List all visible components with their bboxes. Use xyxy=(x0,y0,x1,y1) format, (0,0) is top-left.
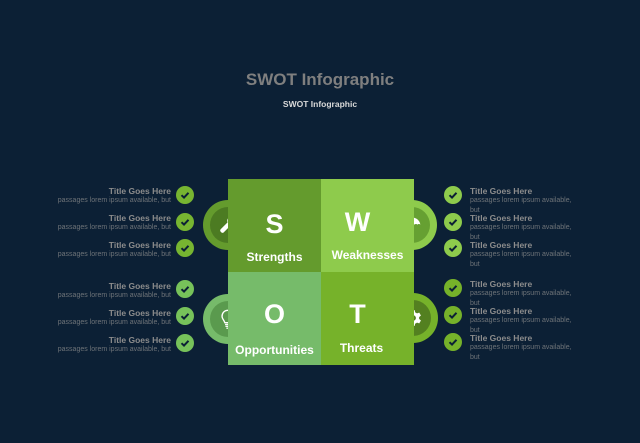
check-icon xyxy=(176,307,194,325)
page-subtitle: SWOT Infographic xyxy=(282,99,358,109)
check-icon xyxy=(444,213,462,231)
item-body: passages lorem ipsum available, but xyxy=(470,290,572,307)
check-icon xyxy=(176,280,194,298)
item-title: Title Goes Here xyxy=(108,240,171,250)
weakness-item: Title Goes Here passages lorem ipsum ava… xyxy=(470,240,582,270)
item-body: passages lorem ipsum available, but xyxy=(57,224,171,231)
threats-label: Threats xyxy=(339,341,384,355)
strength-item: Title Goes Here passages lorem ipsum ava… xyxy=(21,186,171,206)
threat-item: Title Goes Here passages lorem ipsum ava… xyxy=(470,306,582,336)
item-title: Title Goes Here xyxy=(470,306,533,316)
item-title: Title Goes Here xyxy=(108,213,171,223)
threat-item: Title Goes Here passages lorem ipsum ava… xyxy=(470,333,582,363)
item-body: passages lorem ipsum available, but xyxy=(57,346,171,353)
opportunity-item: Title Goes Here passages lorem ipsum ava… xyxy=(21,308,171,328)
item-title: Title Goes Here xyxy=(108,186,171,196)
strength-item: Title Goes Here passages lorem ipsum ava… xyxy=(21,240,171,260)
item-title: Title Goes Here xyxy=(108,281,171,291)
strengths-label: Strengths xyxy=(246,250,303,264)
check-icon xyxy=(176,334,194,352)
check-icon xyxy=(444,186,462,204)
strengths-letter: S xyxy=(265,209,284,239)
threat-item: Title Goes Here passages lorem ipsum ava… xyxy=(470,279,582,309)
check-icon xyxy=(176,213,194,231)
opportunity-item: Title Goes Here passages lorem ipsum ava… xyxy=(21,281,171,301)
opportunities-quadrant: O Opportunities xyxy=(228,272,321,365)
item-title: Title Goes Here xyxy=(470,213,533,223)
item-body: passages lorem ipsum available, but xyxy=(57,197,171,204)
item-body: passages lorem ipsum available, but xyxy=(470,251,572,268)
page-title: SWOT Infographic xyxy=(245,70,395,89)
item-body: passages lorem ipsum available, but xyxy=(57,292,171,299)
item-body: passages lorem ipsum available, but xyxy=(57,319,171,326)
check-icon xyxy=(176,239,194,257)
weaknesses-label: Weaknesses xyxy=(331,248,404,262)
strengths-quadrant: S Strengths xyxy=(228,179,321,272)
threats-quadrant: T Threats xyxy=(321,272,414,365)
opportunities-letter: O xyxy=(263,299,285,329)
weakness-item: Title Goes Here passages lorem ipsum ava… xyxy=(470,186,582,216)
check-icon xyxy=(444,279,462,297)
check-icon xyxy=(444,239,462,257)
item-body: passages lorem ipsum available, but xyxy=(470,224,572,241)
opportunities-label: Opportunities xyxy=(235,343,314,357)
item-title: Title Goes Here xyxy=(108,308,171,318)
item-body: passages lorem ipsum available, but xyxy=(470,197,572,214)
weaknesses-letter: W xyxy=(344,207,371,237)
weaknesses-quadrant: W Weaknesses xyxy=(321,179,414,272)
weakness-item: Title Goes Here passages lorem ipsum ava… xyxy=(470,213,582,243)
check-icon xyxy=(444,306,462,324)
item-body: passages lorem ipsum available, but xyxy=(470,344,572,361)
item-title: Title Goes Here xyxy=(470,186,533,196)
item-title: Title Goes Here xyxy=(108,335,171,345)
check-icon xyxy=(444,333,462,351)
item-title: Title Goes Here xyxy=(470,240,533,250)
item-body: passages lorem ipsum available, but xyxy=(57,251,171,258)
threats-letter: T xyxy=(349,299,366,329)
strength-item: Title Goes Here passages lorem ipsum ava… xyxy=(21,213,171,233)
opportunity-item: Title Goes Here passages lorem ipsum ava… xyxy=(21,335,171,355)
item-title: Title Goes Here xyxy=(470,333,533,343)
check-icon xyxy=(176,186,194,204)
item-title: Title Goes Here xyxy=(470,279,533,289)
item-body: passages lorem ipsum available, but xyxy=(470,317,572,334)
